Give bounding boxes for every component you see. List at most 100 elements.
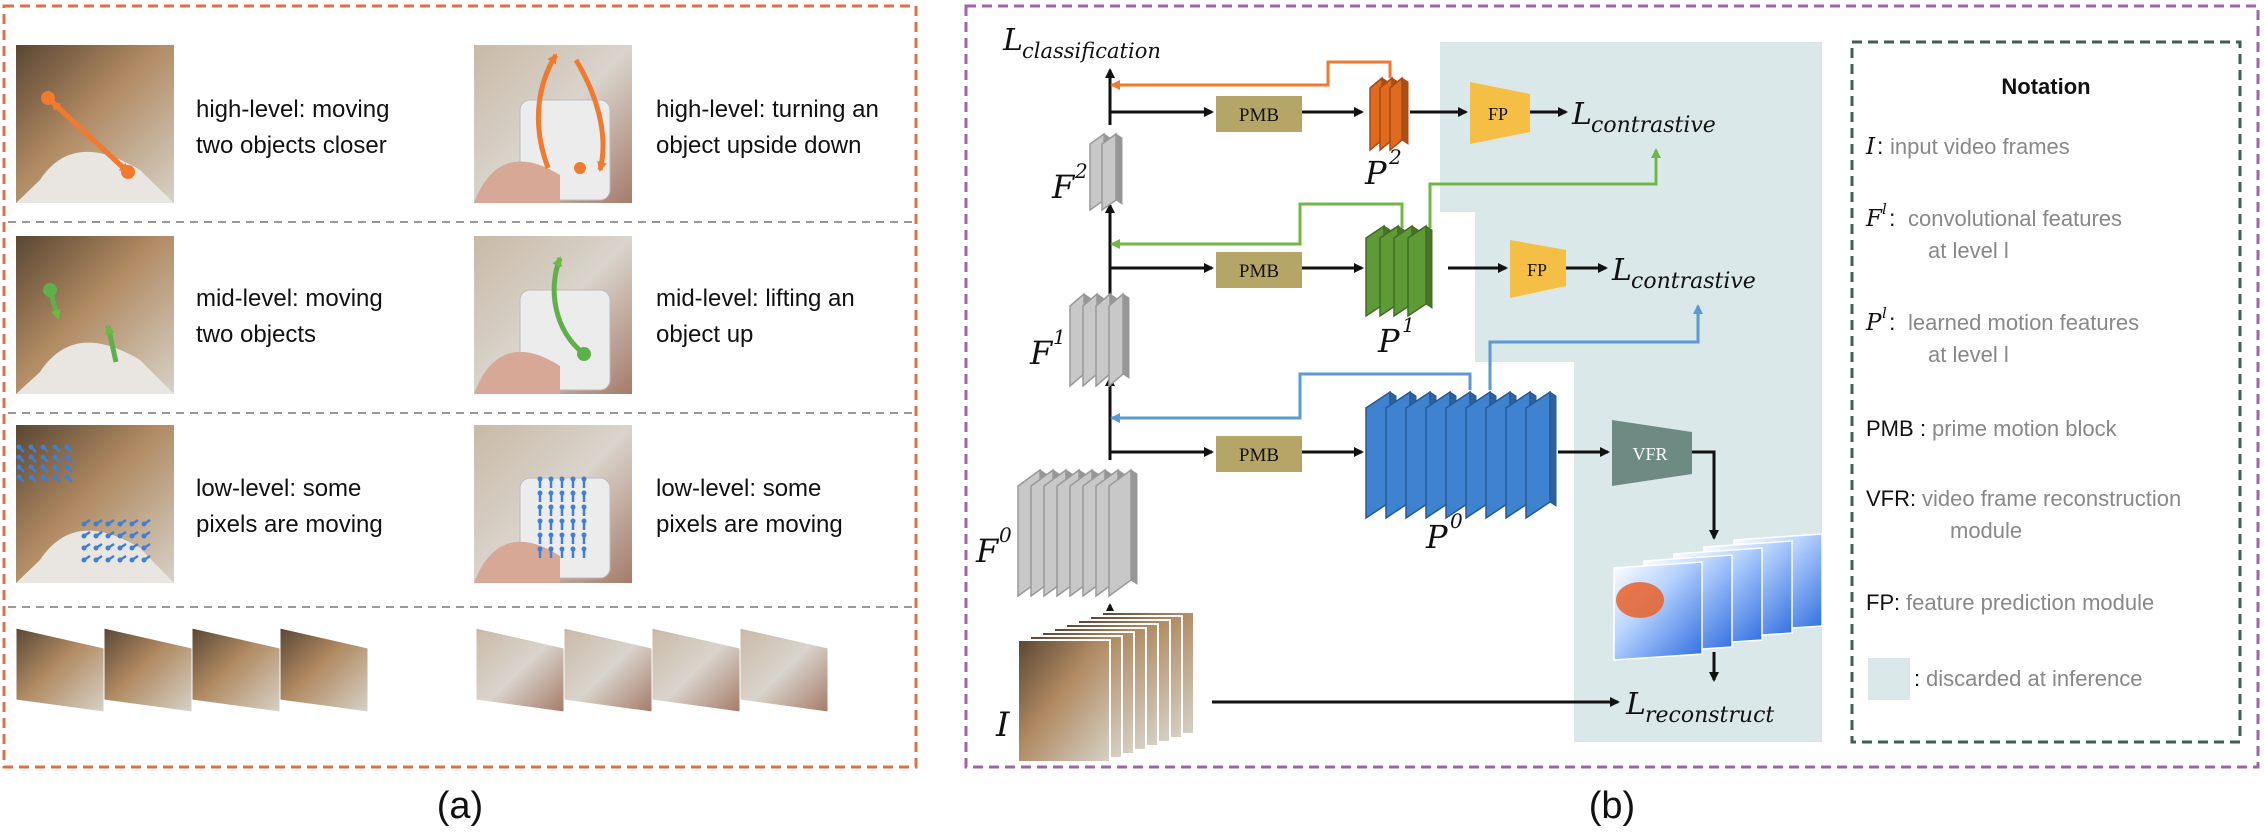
pixel-arrow-head (105, 557, 111, 563)
feature-sheet (1095, 292, 1111, 388)
video-frame (191, 627, 281, 713)
pixel-arrow-head (81, 533, 87, 539)
pixel-arrow-head (537, 518, 543, 524)
pixel-arrow-head (570, 490, 576, 496)
motion-arrow (535, 53, 559, 169)
notation-text: input video frames (1890, 134, 2070, 159)
row-text-left-1: mid-level: moving (196, 285, 383, 312)
video-frame (279, 627, 369, 713)
notation-key: F (1865, 206, 1883, 232)
pixel-arrow-head (52, 474, 58, 480)
notation-entry-fp: FP : feature prediction module (1866, 590, 2154, 615)
loss-subscript: contrastive (1631, 269, 1756, 294)
row-text-right-1: high-level: turning an (656, 96, 879, 123)
motion-arrow (104, 324, 119, 363)
pixel-arrow-head (537, 504, 543, 510)
p-superscript: 2 (1388, 145, 1402, 169)
row-text-left-2: two objects (196, 321, 316, 348)
p-symbol: P (1364, 154, 1387, 192)
pixel-arrow-head (570, 546, 576, 552)
pixel-arrow-head (129, 545, 135, 551)
pixel-arrow-head (28, 474, 34, 480)
row-text-right-1: low-level: some (656, 475, 821, 502)
notation-colon: : (1920, 416, 1926, 441)
pixel-arrow-head (548, 518, 554, 524)
pmb-label: PMB (1239, 261, 1279, 282)
pixel-arrow-head (141, 545, 147, 551)
feature-stack-f0 (1017, 468, 1138, 598)
notation-colon: : (1889, 309, 1895, 335)
notation-colon: : (1889, 205, 1895, 231)
orange-feedback-arrow (1110, 60, 1392, 90)
reconstructed-frames (1613, 533, 1823, 661)
feature-sheet-edge (1122, 293, 1130, 379)
label-f1: F 1 (1029, 325, 1066, 372)
label-f0: F 0 (975, 523, 1012, 570)
pixel-arrow-head (559, 546, 565, 552)
fp-label: FP (1488, 104, 1508, 124)
row-text-right-2: object up (656, 321, 753, 348)
panel-a-border (2, 4, 918, 769)
pixel-arrow-head (559, 504, 565, 510)
fp-shape (1470, 82, 1530, 144)
feature-sheet (1108, 292, 1124, 388)
notation-key: I (1865, 134, 1876, 160)
motion-sheet-edge (1549, 391, 1557, 507)
pixel-arrow-head (117, 533, 123, 539)
pixel-arrow-head (16, 464, 22, 470)
notation-key: PMB (1866, 416, 1914, 441)
row-text-right-1: mid-level: lifting an (656, 285, 855, 312)
feature-sheet (1108, 468, 1132, 598)
motion-arrow (573, 58, 607, 172)
pixel-motion-arrows (16, 444, 151, 563)
hand-shape (16, 530, 174, 583)
row-low: low-level: some pixels are moving low-le… (16, 425, 843, 583)
pixel-arrow-head (81, 545, 87, 551)
pixel-arrow-head (40, 474, 46, 480)
pixel-arrow-head (548, 490, 554, 496)
f-symbol: F (975, 532, 1000, 570)
blue-contrastive-arrow (1488, 304, 1703, 390)
notation-colon: : (1894, 590, 1900, 615)
object-dot (577, 347, 591, 361)
feature-sheet (1082, 292, 1098, 388)
hand-shape (474, 351, 560, 394)
pixel-arrow-head (105, 545, 111, 551)
notation-entry-discarded: : discarded at inference (1868, 658, 2142, 700)
pixel-arrow-head (81, 521, 87, 527)
f-superscript: 1 (1053, 325, 1066, 349)
loss-contrastive-1: L contrastive (1611, 253, 1756, 294)
pixel-arrow-head (559, 490, 565, 496)
notation-entry-i: I : input video frames (1865, 133, 2070, 160)
blue-feedback-arrow (1110, 372, 1472, 423)
label-i: I (995, 705, 1010, 745)
flow-arrow (1692, 450, 1719, 540)
pixel-arrow-head (548, 476, 554, 482)
green-contrastive-arrow (1428, 148, 1661, 228)
notation-text: discarded at inference (1926, 666, 2142, 691)
label-f2: F 2 (1051, 159, 1088, 206)
loss-contrastive-2: L contrastive (1571, 97, 1716, 138)
label-p2: P 2 (1364, 145, 1402, 192)
feature-sheet-edge (1115, 133, 1123, 205)
pixel-arrow-head (141, 521, 147, 527)
pixel-arrow-head (570, 476, 576, 482)
notation-entry-pmb: PMB : prime motion block (1866, 416, 2118, 441)
caption-b: (b) (1589, 785, 1635, 827)
f-superscript: 0 (999, 523, 1012, 547)
pixel-arrow-head (64, 444, 70, 450)
pixel-arrow-head (40, 454, 46, 460)
loss-classification: L classification (1002, 23, 1161, 63)
pixel-arrow-head (16, 474, 22, 480)
p-symbol: P (1425, 518, 1448, 556)
notation-text: prime motion block (1932, 416, 2118, 441)
video-frame (651, 627, 741, 713)
object-dot (121, 165, 135, 179)
pixel-arrow-head (117, 521, 123, 527)
notation-text: learned motion features (1908, 310, 2139, 335)
p-superscript: 0 (1450, 509, 1463, 533)
pixel-arrow-head (570, 518, 576, 524)
pixel-arrow-head (117, 545, 123, 551)
feature-stack-f1 (1069, 292, 1130, 388)
pixel-arrow-head (16, 454, 22, 460)
